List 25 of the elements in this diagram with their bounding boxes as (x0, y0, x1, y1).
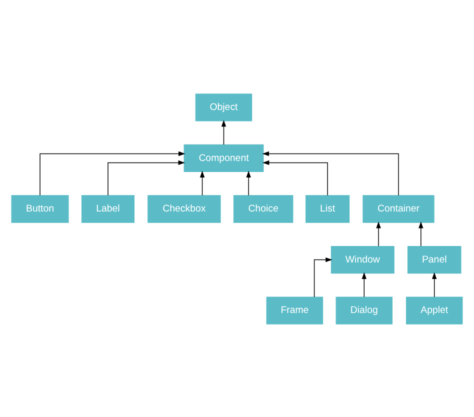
node-box: Label (81, 194, 134, 222)
arrow (418, 221, 424, 246)
arrow (108, 160, 186, 196)
node-box: Frame (266, 296, 324, 324)
arrow (246, 170, 251, 196)
arrow (362, 272, 366, 297)
arrow (200, 170, 205, 196)
arrow (432, 272, 437, 297)
node-box: Panel (407, 245, 462, 274)
node-box: Component (184, 144, 264, 172)
node-box: Object (195, 93, 252, 121)
arrow (262, 160, 328, 196)
node-box: Dialog (336, 296, 393, 324)
node-box: Checkbox (148, 194, 221, 222)
node-box: Container (362, 194, 434, 222)
node-box: Choice (233, 194, 294, 222)
node-box: Button (11, 194, 69, 222)
arrow (221, 119, 226, 144)
node-box: Window (330, 245, 394, 274)
arrow (314, 256, 332, 297)
arrow (262, 150, 399, 196)
arrow (40, 150, 186, 196)
node-box: Applet (406, 296, 463, 324)
node-box: List (306, 194, 350, 222)
arrow (376, 221, 381, 246)
